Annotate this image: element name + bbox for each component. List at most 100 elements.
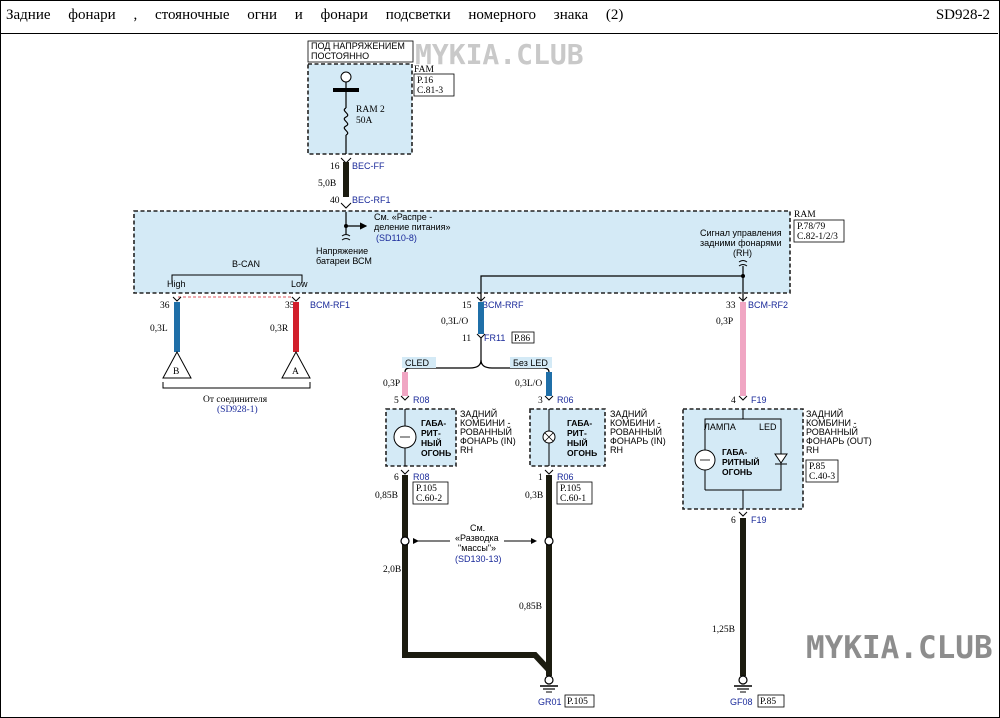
- ground-gr01-icon: [544, 675, 554, 685]
- busbar: [333, 88, 359, 92]
- ram-see-ref: (SD110-8): [376, 233, 417, 243]
- ram-see-2: деление питания»: [374, 222, 451, 232]
- cled-ref-1: P.105: [416, 484, 437, 494]
- rf2-pin: 33: [726, 301, 736, 311]
- out-internal-circuit: [704, 418, 782, 491]
- battery-terminal-icon: [340, 71, 352, 83]
- connector-a: A: [292, 367, 299, 377]
- fam-ref-2: C.81-3: [417, 86, 443, 96]
- cled-wire-long: 2,0B: [383, 565, 401, 575]
- fr-conn: FR11: [484, 333, 505, 343]
- ram-see-1: См. «Распре -: [374, 212, 432, 222]
- cled-desc-2: КОМБИНИ -: [460, 418, 510, 428]
- connector-a-icon: [281, 350, 311, 379]
- watermark-bottom: MYKIA.CLUB: [806, 630, 993, 666]
- fam-box: [307, 63, 413, 155]
- out-desc-1: ЗАДНИЙ: [806, 408, 843, 419]
- cled-conn-bot: R08: [413, 472, 430, 482]
- header-bar: Задние фонари , стояночные огни и фонари…: [0, 0, 998, 34]
- fam-name: FAM: [414, 65, 434, 75]
- ram-name: RAM: [794, 210, 816, 220]
- cled-wire-top: 0,3P: [383, 379, 400, 389]
- noled-wire-long: 0,85B: [519, 602, 542, 612]
- out-led-icon: [774, 453, 788, 464]
- hot-label-1: ПОД НАПРЯЖЕНИЕМ: [311, 41, 405, 51]
- ground-gf08-ref: P.85: [760, 697, 776, 707]
- noled-desc-2: КОМБИНИ -: [610, 418, 660, 428]
- cled-conn-top: R08: [413, 395, 430, 405]
- page-title: Задние фонари , стояночные огни и фонари…: [6, 7, 624, 23]
- out-conn-bot: F19: [751, 515, 767, 525]
- ram-ref-2: C.82-1/2/3: [797, 232, 838, 242]
- cled-ref-2: C.60-2: [416, 494, 442, 504]
- out-ref-1: P.85: [809, 462, 825, 472]
- out-lamp-3: ОГОНЬ: [722, 467, 752, 477]
- from-bracket: [162, 382, 311, 389]
- noled-desc-3: РОВАННЫЙ: [610, 426, 662, 437]
- noled-ref-2: C.60-1: [560, 494, 586, 504]
- noled-lamp-1: ГАБА-: [567, 418, 592, 428]
- noled-desc-4: ФОНАРЬ (IN): [610, 436, 666, 446]
- ram-vbat-2: батареи ВСМ: [316, 256, 372, 266]
- hot-label-frame: [307, 40, 414, 63]
- from-connector-label: От соединителя: [203, 395, 268, 405]
- watermark-top: MYKIA.CLUB: [415, 38, 584, 71]
- cled-lamp-1: ГАБА-: [421, 418, 446, 428]
- connector-b-icon: [162, 350, 192, 379]
- out-led-label: LED: [759, 422, 777, 432]
- cled-desc-3: РОВАННЫЙ: [460, 426, 512, 437]
- ground-see-2: «Разводка: [455, 533, 499, 543]
- out-pin-top: 4: [731, 396, 736, 406]
- hot-label-2: ПОСТОЯННО: [311, 51, 369, 61]
- can-high-label: High: [167, 279, 186, 289]
- ground-gr01: GR01: [538, 697, 562, 707]
- ram-vbat-1: Напряжение: [316, 246, 368, 256]
- out-desc-2: КОМБИНИ -: [806, 418, 856, 428]
- out-desc-3: РОВАННЫЙ: [806, 426, 858, 437]
- connector-b: B: [173, 367, 179, 377]
- internal-ground-icon: [341, 234, 351, 241]
- noled-pin-bot: 1: [538, 473, 543, 483]
- splice-split: [404, 359, 550, 382]
- cled-pin-bot: 6: [394, 473, 399, 483]
- rf2-conn: BCM-RF2: [748, 300, 788, 310]
- noled-lamp-2: РИТ-: [567, 428, 587, 438]
- cled-desc-1: ЗАДНИЙ: [460, 408, 497, 419]
- ground-gf08: GF08: [730, 697, 753, 707]
- can-conn: BCM-RF1: [310, 300, 350, 310]
- ram-signal-3: (RH): [733, 248, 752, 258]
- ground-see-1: См.: [470, 523, 485, 533]
- ground-see-ref: (SD130-13): [455, 554, 502, 564]
- noled-lamp-box: [529, 408, 606, 467]
- fam-ref-box: [413, 73, 455, 97]
- out-wire: 1,25B: [712, 625, 735, 635]
- cled-desc-4: ФОНАРЬ (IN): [460, 436, 516, 446]
- out-lamp-label: ЛАМПА: [704, 422, 736, 432]
- cled-desc-5: RH: [460, 445, 473, 455]
- fuse-label-2: 50A: [356, 116, 373, 126]
- internal-signal-line: [480, 275, 743, 300]
- ground-gr01-ref: P.105: [567, 697, 588, 707]
- out-ref-2: C.40-3: [809, 472, 835, 482]
- fuse-icon: [343, 107, 349, 136]
- noled-wire-bot: 0,3B: [525, 491, 543, 501]
- noled-conn-bot: R06: [557, 472, 574, 482]
- fuse-label-1: RAM 2: [356, 105, 385, 115]
- cled-lamp-2: РИТ-: [421, 428, 441, 438]
- bcan-label: B-CAN: [232, 259, 260, 269]
- out-conn-top: F19: [751, 395, 767, 405]
- cled-wire-bot: 0,85B: [375, 491, 398, 501]
- noled-desc-1: ЗАДНИЙ: [610, 408, 647, 419]
- noled-lamp-3: НЫЙ: [567, 437, 588, 448]
- cled-lamp-3: НЫЙ: [421, 437, 442, 448]
- rrf-pin: 15: [462, 301, 472, 311]
- can-pin-high: 36: [160, 301, 170, 311]
- noled-option: Без LED: [513, 358, 548, 368]
- out-desc-4: ФОНАРЬ (OUT): [806, 436, 872, 446]
- out-lamp-2: РИТНЫЙ: [722, 456, 760, 467]
- out-desc-5: RH: [806, 445, 819, 455]
- fr-ref: P.86: [514, 334, 530, 344]
- ram-signal-1: Сигнал управления: [700, 228, 782, 238]
- ground-gf08-icon: [738, 675, 748, 685]
